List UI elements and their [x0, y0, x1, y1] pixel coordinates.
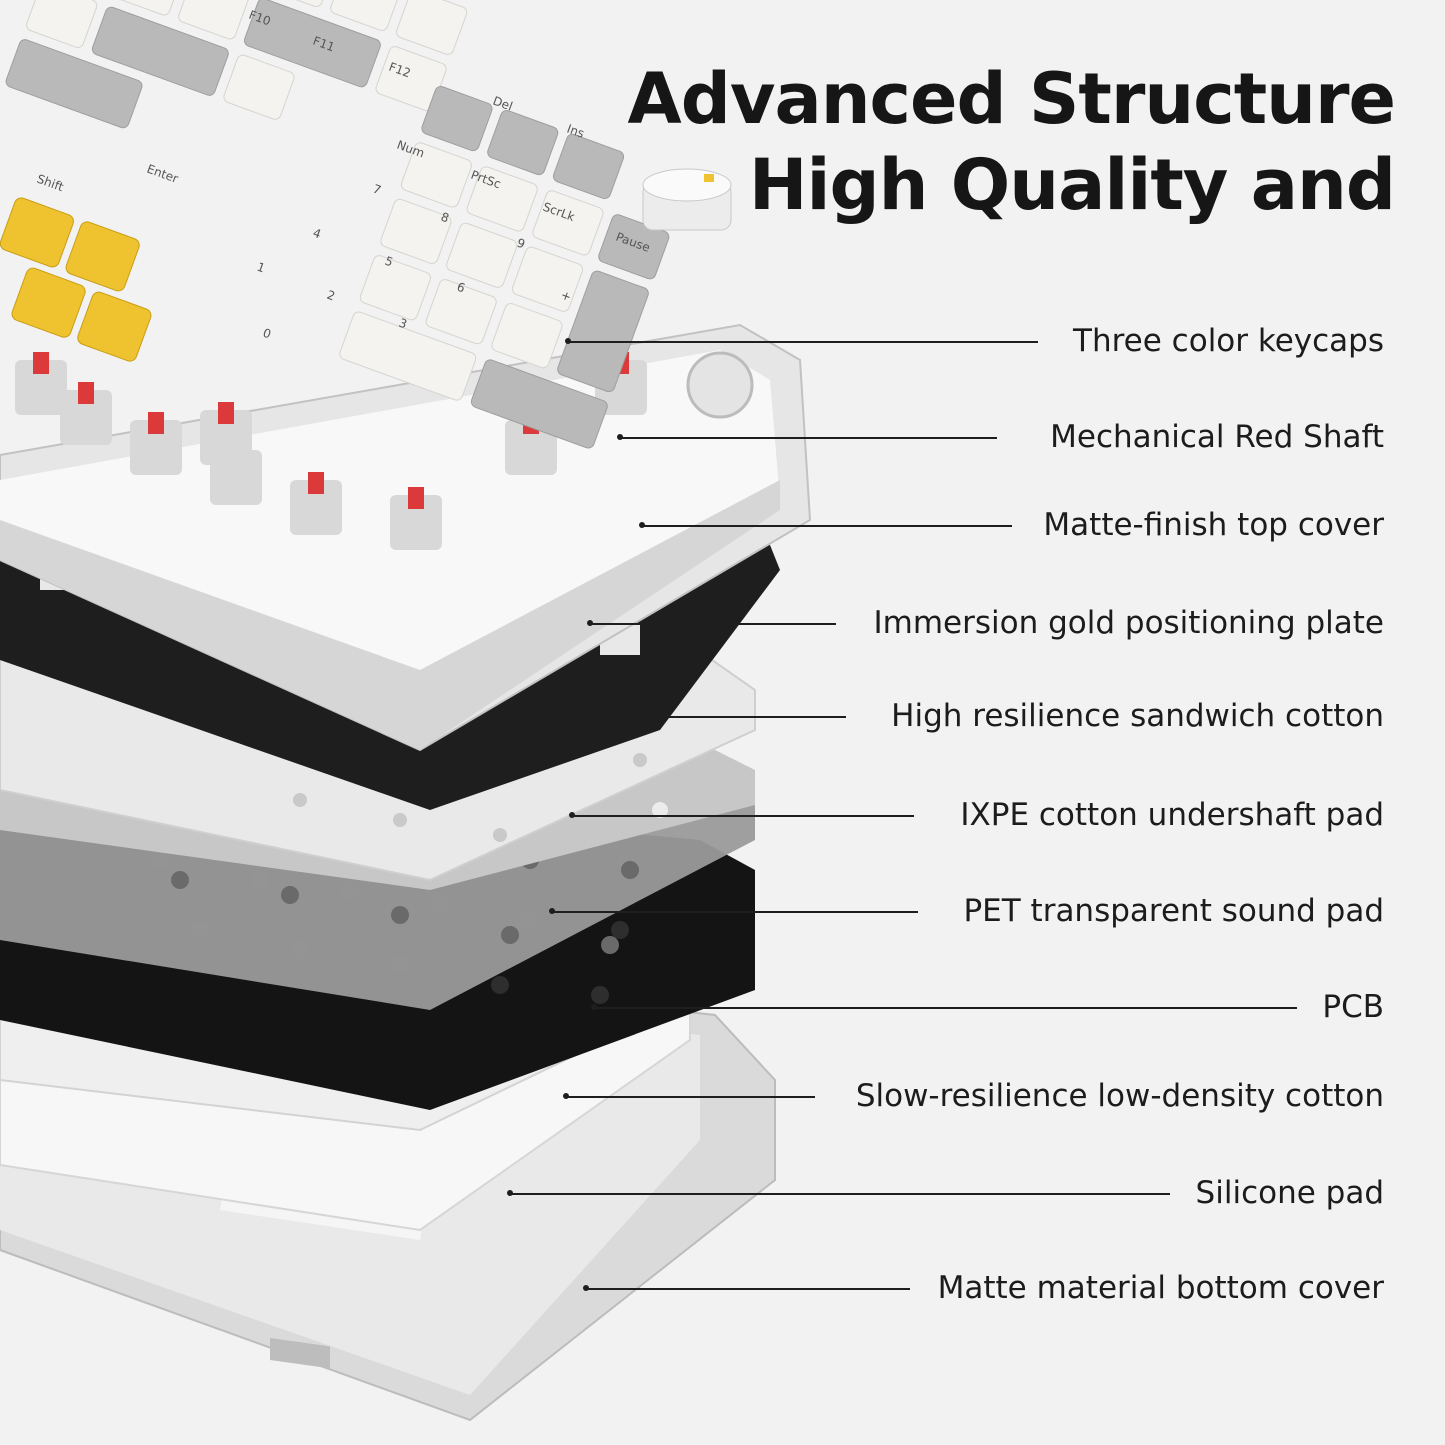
callout-label: PCB	[1322, 989, 1384, 1025]
keycap-legend: 3	[397, 316, 409, 332]
callout-line	[552, 911, 918, 913]
callout-line	[566, 1096, 815, 1098]
callout-matte-top-cover: Matte-finish top cover	[0, 507, 1445, 543]
headline-line-2: High Quality and	[748, 144, 1396, 226]
keycap-legend: 5	[383, 254, 395, 270]
callout-positioning-plate: Immersion gold positioning plate	[0, 605, 1445, 641]
callout-label: High resilience sandwich cotton	[891, 698, 1384, 734]
volume-knob	[642, 168, 732, 231]
callout-label: Immersion gold positioning plate	[873, 605, 1384, 641]
switch	[130, 412, 182, 475]
callout-line	[572, 815, 914, 817]
callout-bottom-cover: Matte material bottom cover	[0, 1270, 1445, 1306]
callout-pet-sound-pad: PET transparent sound pad	[0, 893, 1445, 929]
switch	[200, 402, 252, 465]
callout-silicone-pad: Silicone pad	[0, 1175, 1445, 1211]
callout-slow-resilience-cotton: Slow-resilience low-density cotton	[0, 1078, 1445, 1114]
keycap-legend: 7	[371, 182, 383, 198]
callout-label: PET transparent sound pad	[963, 893, 1384, 929]
callout-label: Three color keycaps	[1073, 323, 1384, 359]
callout-sandwich-cotton: High resilience sandwich cotton	[0, 698, 1445, 734]
callout-line	[618, 716, 846, 718]
keycaps	[0, 0, 670, 449]
callout-label: Silicone pad	[1195, 1175, 1384, 1211]
callout-line	[620, 437, 997, 439]
keycap-legend: 8	[439, 210, 451, 226]
mechanical-switches	[15, 352, 647, 550]
numpad-keycaps	[339, 86, 670, 449]
callout-line	[586, 1288, 910, 1290]
keycap-legend: Shift	[35, 172, 66, 195]
callout-pcb: PCB	[0, 989, 1445, 1025]
keycap-legend: 0	[261, 326, 273, 342]
keycap-legend: Del	[491, 94, 515, 114]
keycap-legend: Enter	[145, 162, 180, 186]
switch	[290, 472, 342, 535]
yellow-keycaps	[0, 197, 152, 362]
keycap-legend: 2	[325, 288, 337, 304]
keycap-legend: 9	[515, 236, 527, 252]
keycap-legend: 1	[255, 260, 267, 276]
keycap-legend: Ins	[565, 122, 586, 141]
keycap-row	[5, 0, 468, 129]
switch	[60, 382, 112, 445]
callout-label: Slow-resilience low-density cotton	[855, 1078, 1384, 1114]
keycap-legend: 4	[311, 226, 323, 242]
callout-line	[594, 1007, 1297, 1009]
callout-label: Mechanical Red Shaft	[1050, 419, 1384, 455]
callout-label: Matte material bottom cover	[937, 1270, 1384, 1306]
switch	[15, 352, 67, 415]
callout-line	[568, 341, 1038, 343]
callout-line	[642, 525, 1012, 527]
switch	[390, 487, 442, 550]
callout-ixpe-pad: IXPE cotton undershaft pad	[0, 797, 1445, 833]
callout-label: IXPE cotton undershaft pad	[960, 797, 1384, 833]
callout-label: Matte-finish top cover	[1043, 507, 1384, 543]
headline-line-1: Advanced Structure	[627, 58, 1396, 140]
keycap-legend: +	[559, 288, 573, 305]
callout-three-color-keycaps: Three color keycaps	[0, 323, 1445, 359]
callout-mechanical-red-shaft: Mechanical Red Shaft	[0, 419, 1445, 455]
keycap-legend: 6	[455, 280, 467, 296]
callout-line	[510, 1193, 1170, 1195]
callout-line	[590, 623, 836, 625]
